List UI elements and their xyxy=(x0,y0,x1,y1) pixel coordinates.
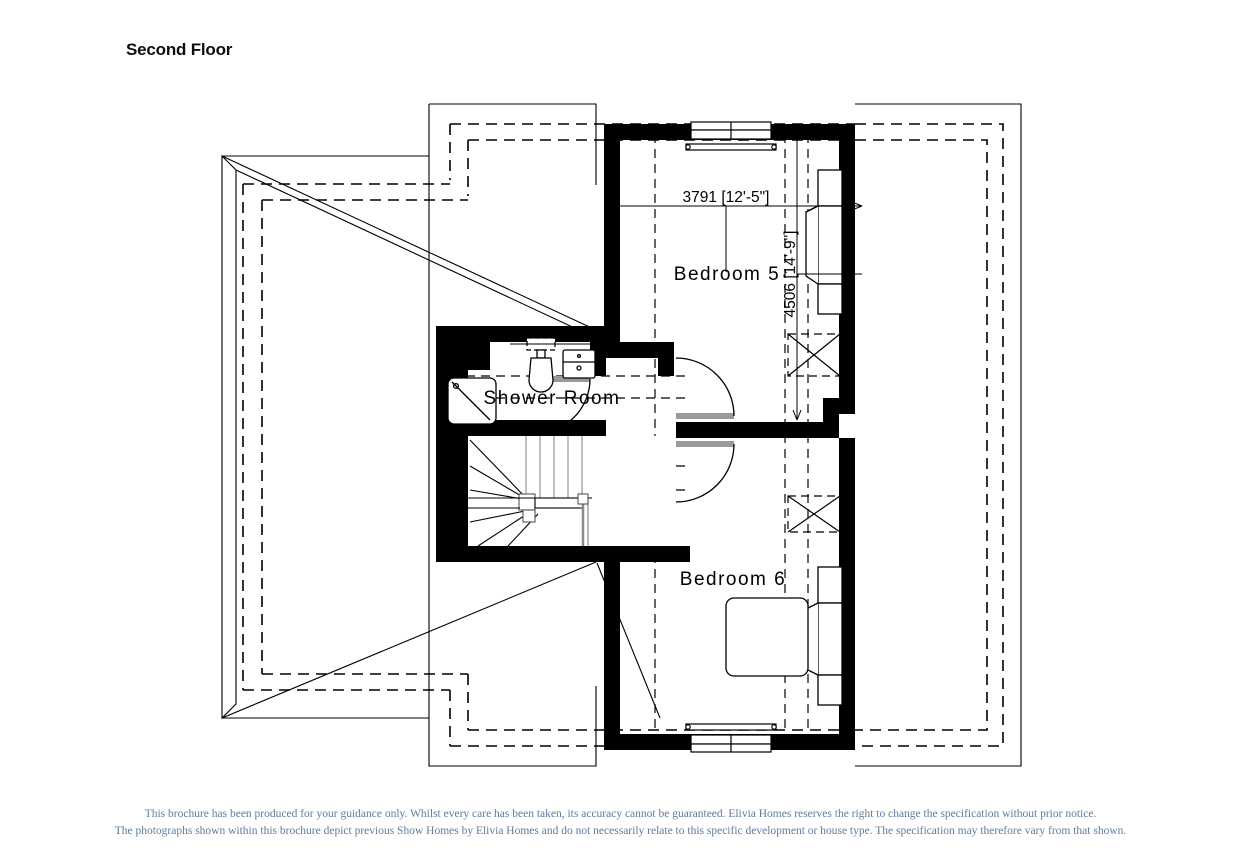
window-top-dormer xyxy=(685,121,777,151)
towel-rail xyxy=(522,422,568,428)
bed-6-pillow-top xyxy=(817,566,843,604)
basin-tap xyxy=(576,353,582,359)
door-bedroom-6-leaf xyxy=(676,441,734,447)
stair-newel-lower xyxy=(522,509,536,523)
dashed-outer-right xyxy=(855,123,1004,747)
room-label-bedroom-5: Bedroom 5 xyxy=(674,264,780,285)
roof-top-eave xyxy=(222,156,596,185)
hip-diagonal-lower-inner xyxy=(236,554,596,704)
dim-vertical-arrow-bottom xyxy=(792,409,802,421)
basin-outline xyxy=(562,349,596,379)
dimension-lines xyxy=(603,123,863,421)
window-bottom-rail xyxy=(685,723,777,731)
bed-5-pillow-top xyxy=(817,169,843,207)
wardrobe-6-outline xyxy=(787,495,841,533)
room-label-bedroom-6: Bedroom 6 xyxy=(680,569,786,590)
wall-central-divider xyxy=(676,422,839,438)
structural-walls xyxy=(436,124,855,750)
shower-tray xyxy=(447,377,497,425)
wall-left-upper xyxy=(604,124,620,356)
door-bedroom-5 xyxy=(675,357,735,419)
door-bedroom-5-swing xyxy=(675,357,735,417)
bed-5-footboard xyxy=(817,283,843,315)
bed-6-mattress xyxy=(817,602,843,676)
window-bottom-rail-end-left xyxy=(685,724,691,730)
wall-shower-right-return xyxy=(658,342,674,376)
bed-5-duvet-edge xyxy=(805,205,819,285)
door-shower-room-leaf xyxy=(536,376,590,382)
stair-winder-2 xyxy=(469,465,529,501)
wall-right-lower xyxy=(839,438,855,750)
shower-diagonal xyxy=(451,381,491,421)
top-left-roof-edge xyxy=(429,103,597,185)
room-label-shower-room: Shower Room xyxy=(484,388,621,409)
dim-horizontal-arrow-left xyxy=(603,201,615,211)
wc-pan xyxy=(528,357,554,393)
window-top-rail xyxy=(685,143,777,151)
stair-winder-1 xyxy=(469,439,529,501)
hip-diagonal-upper-inner xyxy=(235,169,597,339)
stair-newel xyxy=(518,493,536,511)
dim-vertical-arrow-top xyxy=(792,123,802,135)
door-bedroom-6-swing xyxy=(675,443,735,503)
roof-outline-group xyxy=(221,103,1022,767)
wall-stair-bottom xyxy=(436,546,690,562)
dimension-label-width: 3791 [12'-5"] xyxy=(683,189,770,206)
wall-infill-box xyxy=(444,334,490,370)
wash-basin xyxy=(510,337,596,379)
dashed-projection-group xyxy=(242,123,1004,747)
wc xyxy=(526,337,556,393)
wall-right-jog xyxy=(823,398,855,414)
bottom-left-roof-edge xyxy=(429,686,597,767)
stair-floor xyxy=(468,436,674,546)
bed-5-mattress xyxy=(817,205,843,285)
dimension-label-height: 4506 [14'-9"] xyxy=(782,231,799,318)
disclaimer-line-2: The photographs shown within this brochu… xyxy=(114,825,1127,837)
stair-landing xyxy=(534,497,584,509)
window-top-rail-end-right xyxy=(771,144,777,150)
wall-stair-bottom-right xyxy=(674,546,690,562)
stair-winder-4 xyxy=(469,509,531,523)
wardrobe-bedroom-6 xyxy=(787,495,841,533)
door-bedroom-6 xyxy=(675,441,735,503)
wardrobe-5-outline xyxy=(787,333,841,377)
bed-bedroom-5 xyxy=(805,169,843,315)
wall-shower-top-right xyxy=(590,342,674,358)
door-bedroom-5-leaf xyxy=(676,413,734,419)
right-roof-edge xyxy=(855,103,1022,767)
left-eave-strip xyxy=(221,154,237,720)
bed-5-duvet-fold xyxy=(805,205,819,213)
window-bottom-dormer xyxy=(685,723,777,753)
staircase xyxy=(468,436,674,547)
wardrobe-6-cross-2 xyxy=(787,495,841,533)
hip-diagonal-lower-outer xyxy=(221,561,597,719)
wall-stair-left xyxy=(436,436,468,562)
door-shower-room-swing xyxy=(535,378,591,434)
wardrobe-bedroom-5 xyxy=(787,333,841,377)
towel-rail-bar xyxy=(522,422,568,428)
hip-diagonal-upper-outer xyxy=(221,155,597,331)
disclaimer-footer: This brochure has been produced for your… xyxy=(0,806,1241,840)
basin-drain xyxy=(576,365,582,371)
window-top-rail-end-left xyxy=(685,144,691,150)
wall-right-upper xyxy=(839,124,855,414)
dashed-inner-right xyxy=(855,139,988,731)
wall-left-lower xyxy=(604,560,620,750)
dim-horizontal-arrow-right xyxy=(851,201,863,211)
window-bottom-rail-end-right xyxy=(771,724,777,730)
bed-bedroom-6 xyxy=(725,566,843,706)
stair-newel-right xyxy=(577,493,589,505)
door-shower-room xyxy=(535,376,591,434)
wc-connector xyxy=(536,349,546,359)
page-title: Second Floor xyxy=(126,40,233,59)
stair-winder-5 xyxy=(477,511,531,547)
bed-6-body xyxy=(725,597,809,677)
disclaimer-line-1: This brochure has been produced for your… xyxy=(144,808,1097,820)
bed-6-footboard xyxy=(817,674,843,706)
